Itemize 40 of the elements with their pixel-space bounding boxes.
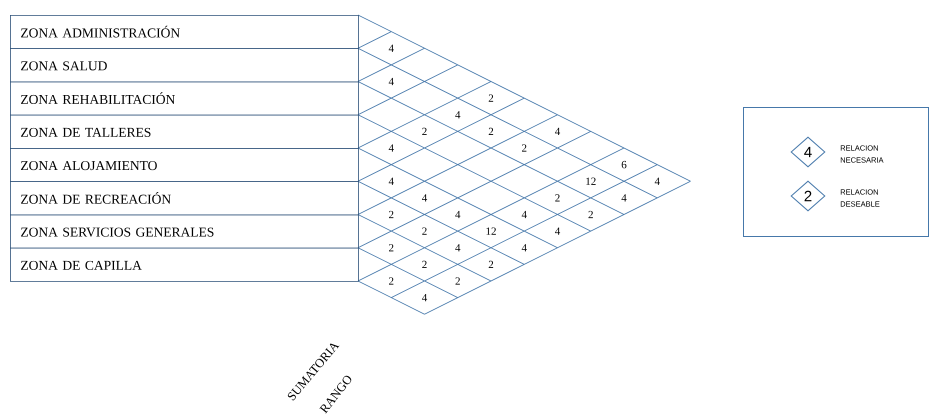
cell-value: 6 [622,160,626,168]
cell-value: 2 [422,128,427,136]
cell-value: 12 [586,178,596,185]
cell-value: 4 [654,178,660,185]
cell-value: 2 [389,244,394,252]
cell-value: 4 [422,294,428,302]
zone-box: ZONA ADMINISTRACIÓN [10,15,359,50]
zone-box: ZONA SERVICIOS GENERALES [10,214,359,249]
zone-box: ZONA DE RECREACIÓN [10,181,359,216]
zone-box: ZONA REHABILITACIÓN [10,82,359,116]
cell-value: 4 [422,194,428,202]
cell-value: 2 [488,260,494,268]
cell-value: 2 [555,194,560,202]
cell-value: 4 [388,144,394,152]
legend-box [743,107,929,237]
cell-value: 12 [486,227,496,235]
cell-value: 2 [456,277,460,285]
cell-value: 4 [455,210,460,218]
zone-box: ZONA DE TALLERES [10,114,359,149]
zone-box: ZONA DE CAPILLA [10,248,359,282]
cell-value: 2 [522,144,526,152]
cell-value: 2 [422,227,427,235]
cell-value: 2 [389,277,394,285]
cell-value: 4 [388,78,394,86]
cell-value: 2 [488,128,494,136]
cell-value: 2 [422,260,427,268]
cell-value: 2 [588,210,593,218]
cell-value: 4 [455,244,460,252]
cell-value: 4 [621,194,627,202]
cell-value: 2 [488,94,494,102]
zone-box: ZONA ALOJAMIENTO [10,148,359,182]
zone-box: ZONA SALUD [10,48,359,82]
cell-value: 4 [388,178,394,185]
cell-value: 2 [389,210,394,218]
cell-value: 4 [455,111,460,118]
cell-value: 4 [522,244,527,252]
cell-value: 4 [554,228,560,235]
cell-value: 4 [388,44,394,52]
cell-value: 4 [522,210,527,218]
cell-value: 4 [554,128,560,135]
